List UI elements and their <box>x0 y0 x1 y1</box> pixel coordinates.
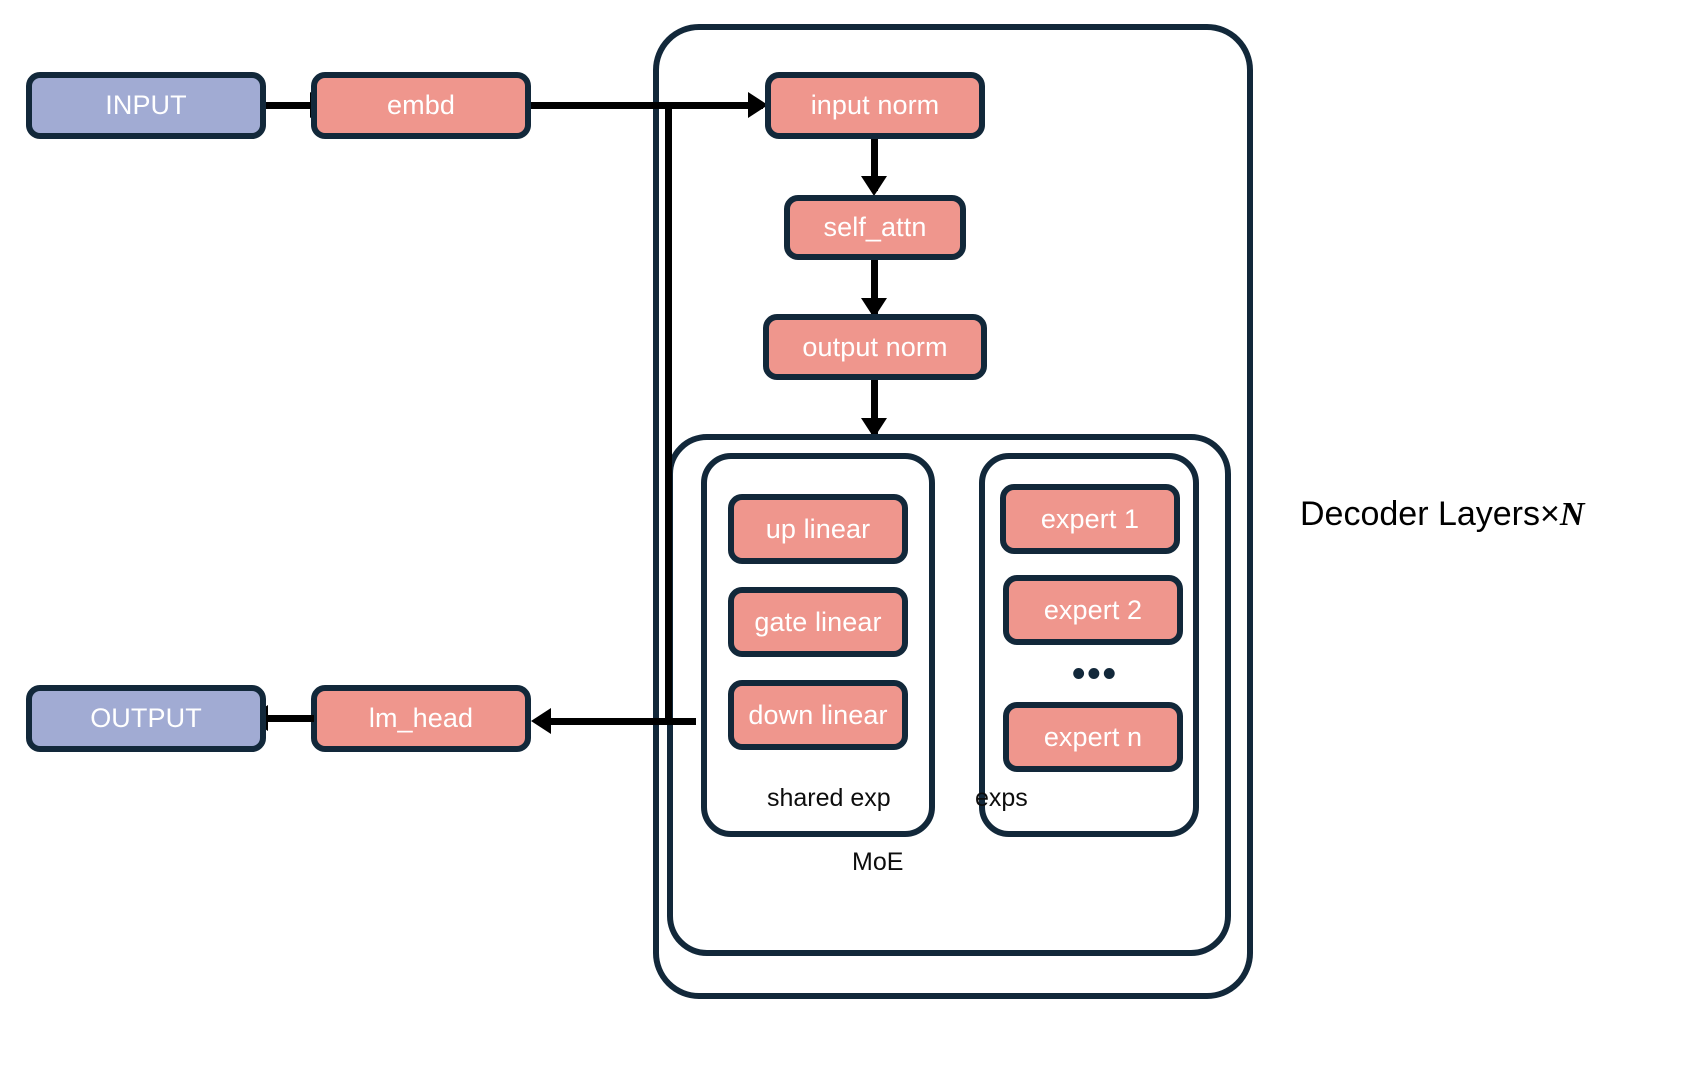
node-up-linear-label: up linear <box>765 513 871 544</box>
decoder-layers-title: Decoder Layers×N <box>1300 497 1584 532</box>
expert-ellipsis: ••• <box>1072 653 1118 695</box>
exps-group-label: exps <box>975 784 1028 812</box>
node-input-label: INPUT <box>105 90 187 120</box>
node-self-attn[interactable]: self_attn <box>784 195 966 260</box>
decoder-layers-count: N <box>1559 496 1585 533</box>
node-expert-n[interactable]: expert n <box>1003 702 1183 772</box>
arrowhead-moe-to-lm-head <box>531 708 551 734</box>
arrowhead-self-attn-to-output-norm <box>861 298 887 318</box>
node-input-norm-label: input norm <box>810 90 940 120</box>
arrowhead-output-norm-to-moe <box>861 418 887 438</box>
shared-exp-frame <box>701 453 935 837</box>
edge-moe-to-lm-head <box>551 718 696 725</box>
edge-input-norm-to-self-attn <box>871 139 878 191</box>
shared-exp-group-label: shared exp <box>767 784 891 812</box>
node-gate-linear[interactable]: gate linear <box>728 587 908 657</box>
node-output-norm-label: output norm <box>802 331 948 362</box>
node-embd-label: embd <box>387 90 455 120</box>
node-gate-linear-label: gate linear <box>754 606 882 637</box>
arrowhead-input-norm-to-self-attn <box>861 176 887 196</box>
node-self-attn-label: self_attn <box>823 212 927 242</box>
moe-group-label: MoE <box>852 848 904 876</box>
decoder-layers-frame <box>653 24 1253 999</box>
decoder-layers-title-text: Decoder Layers× <box>1300 495 1560 533</box>
edge-input-to-embd <box>266 102 314 109</box>
arrowhead-embd-to-input-norm <box>748 92 768 118</box>
node-lm-head-label: lm_head <box>368 703 474 733</box>
node-input[interactable]: INPUT <box>26 72 266 139</box>
exps-frame <box>979 453 1199 837</box>
edge-embd-to-input-norm <box>531 102 763 109</box>
node-output-label: OUTPUT <box>90 703 202 733</box>
node-output[interactable]: OUTPUT <box>26 685 266 752</box>
node-lm-head[interactable]: lm_head <box>311 685 531 752</box>
edge-residual-vertical <box>665 102 672 722</box>
node-input-norm[interactable]: input norm <box>765 72 985 139</box>
node-expert-1[interactable]: expert 1 <box>1000 484 1180 554</box>
node-expert-1-label: expert 1 <box>1040 503 1140 534</box>
node-embd[interactable]: embd <box>311 72 531 139</box>
edge-lm-head-to-output <box>268 715 314 722</box>
edge-output-norm-to-moe <box>871 380 878 435</box>
edge-self-attn-to-output-norm <box>871 260 878 315</box>
node-up-linear[interactable]: up linear <box>728 494 908 564</box>
node-expert-2-label: expert 2 <box>1043 594 1143 625</box>
node-expert-n-label: expert n <box>1043 721 1143 752</box>
node-down-linear-label: down linear <box>748 699 888 730</box>
node-output-norm[interactable]: output norm <box>763 314 987 380</box>
node-down-linear[interactable]: down linear <box>728 680 908 750</box>
node-expert-2[interactable]: expert 2 <box>1003 575 1183 645</box>
